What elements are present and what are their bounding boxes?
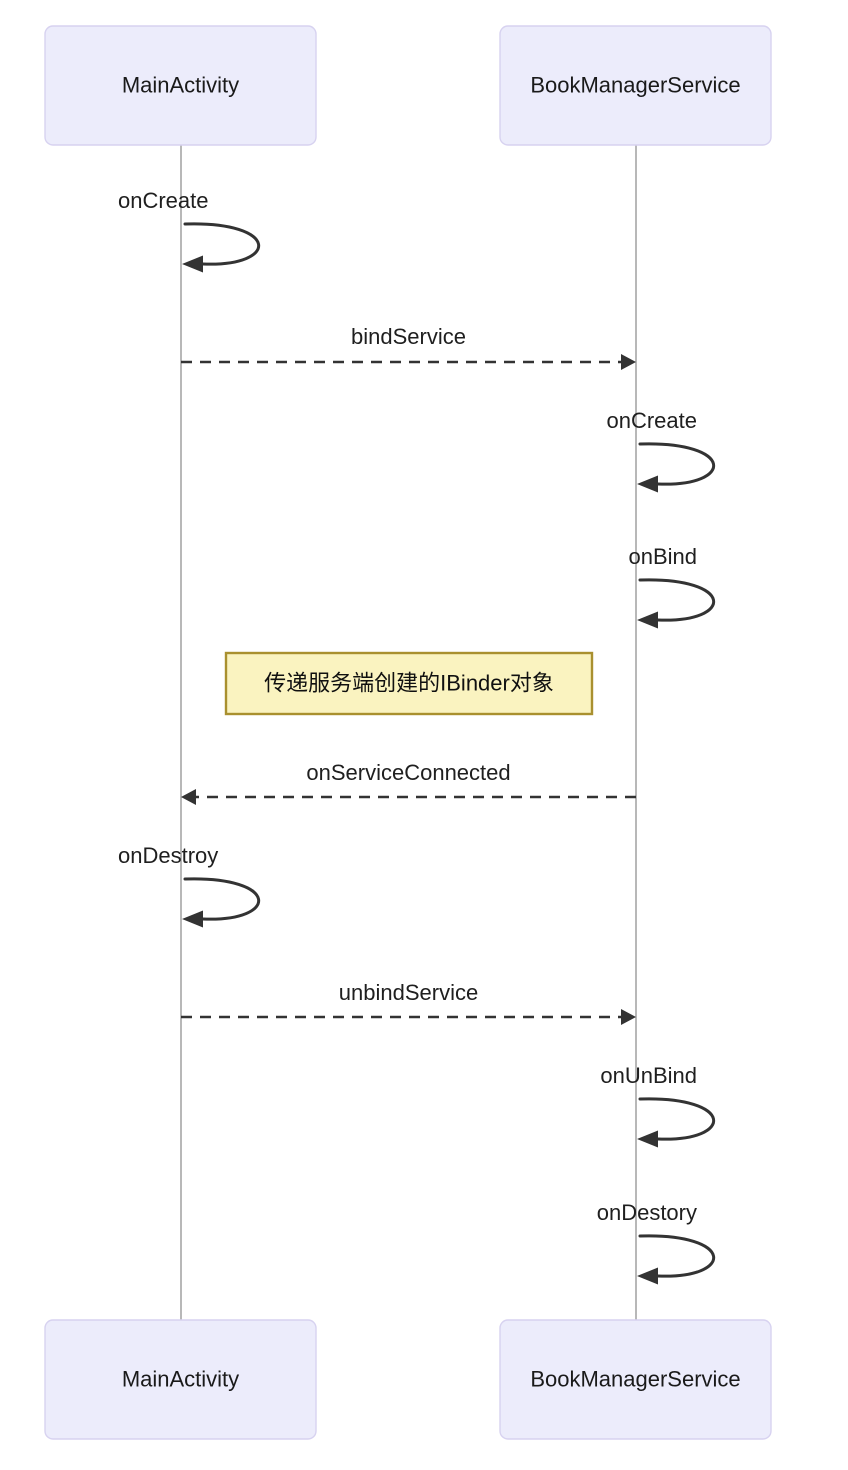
note-ibinder-note: 传递服务端创建的IBinder对象 [224,651,594,716]
participant-service-top: BookManagerService [499,25,772,146]
self-message-arrowhead-icon [182,255,203,273]
self-message-arc [183,222,261,266]
message-bind-service: bindService [181,324,636,370]
self-message-label: onUnBind [600,1063,697,1088]
participant-box [44,25,317,146]
notes-layer: 传递服务端创建的IBinder对象 [224,651,594,716]
self-message-label: onDestory [597,1200,697,1225]
participant-label: BookManagerService [530,72,740,97]
note-label: 传递服务端创建的IBinder对象 [264,670,554,695]
participant-client-bottom: MainActivity [44,1319,317,1440]
self-message-arrowhead-icon [637,1130,658,1148]
messages-layer: bindService onServiceConnected unbindServi… [181,324,636,1025]
self-message-service-onunbind: onUnBind [600,1063,716,1148]
self-message-label: onBind [628,544,697,569]
participant-label: MainActivity [122,1366,239,1391]
lifelines-layer [180,145,637,1320]
message-arrowhead-icon [181,789,196,805]
participant-client-top: MainActivity [44,25,317,146]
participants-layer: MainActivityMainActivityBookManagerServi… [44,25,772,1440]
self-message-service-oncreate: onCreate [606,408,716,493]
participant-box [499,25,772,146]
participant-box [44,1319,317,1440]
self-message-arc [638,578,716,622]
message-arrowhead-icon [621,354,636,370]
message-label: onServiceConnected [306,760,510,785]
self-message-arrowhead-icon [637,475,658,493]
self-message-arc [638,1097,716,1141]
self-message-client-oncreate: onCreate [118,188,261,273]
self-message-arrowhead-icon [182,910,203,928]
message-label: bindService [351,324,466,349]
self-messages-layer: onCreate onCreate onBind onDestroy onUnBind o… [118,188,716,1285]
participant-box [499,1319,772,1440]
self-message-client-ondestroy: onDestroy [118,843,261,928]
note-box [224,651,594,716]
self-message-label: onCreate [118,188,209,213]
self-message-arc [638,1234,716,1278]
self-message-label: onDestroy [118,843,218,868]
message-unbind-service: unbindService [181,980,636,1025]
self-message-arrowhead-icon [637,611,658,629]
self-message-arc [183,877,261,921]
message-label: unbindService [339,980,478,1005]
message-on-service-connected: onServiceConnected [181,760,636,805]
self-message-arc [638,442,716,486]
participant-label: MainActivity [122,72,239,97]
participant-label: BookManagerService [530,1366,740,1391]
self-message-arrowhead-icon [637,1267,658,1285]
self-message-service-ondestory: onDestory [597,1200,716,1285]
self-message-service-onbind: onBind [628,544,716,629]
participant-service-bottom: BookManagerService [499,1319,772,1440]
self-message-label: onCreate [606,408,697,433]
message-arrowhead-icon [621,1009,636,1025]
